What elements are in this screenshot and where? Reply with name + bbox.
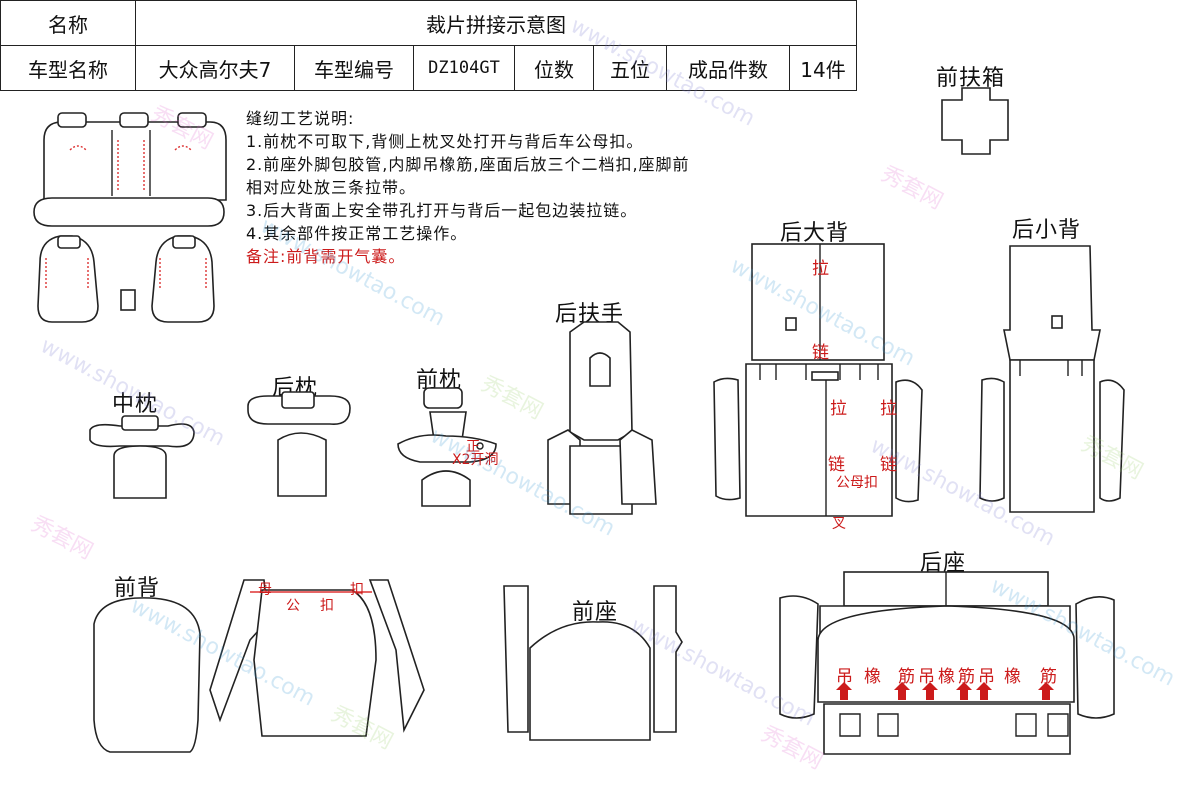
spec-table: 名称 裁片拼接示意图 车型名称 大众高尔夫7 车型编号 DZ104GT 位数 五… — [0, 0, 857, 91]
annotation-gong: 公 — [286, 598, 300, 614]
annotation-diao: 吊 — [836, 667, 853, 687]
notes-remark: 备注:前背需开气囊。 — [246, 247, 406, 266]
rear-armrest-piece — [547, 321, 657, 515]
code-value: DZ104GT — [413, 45, 515, 91]
annotation-diao: 吊 — [978, 667, 995, 687]
annotation-jin: 筋 — [1040, 667, 1057, 687]
annotation-diao: 吊 — [918, 667, 935, 687]
note-line: 2.前座外脚包胶管,内脚吊橡筋,座面后放三个二档扣,座脚前 — [246, 155, 690, 174]
middle-pillow-piece — [89, 415, 195, 499]
note-line: 1.前枕不可取下,背侧上枕叉处打开与背后车公母扣。 — [246, 132, 644, 151]
annotation-jin: 筋 — [898, 667, 915, 687]
annotation-kou: 扣 — [320, 598, 334, 614]
front-back-piece: 母 公 扣 扣 — [93, 579, 425, 753]
annotation-zheng: 正 — [466, 439, 480, 455]
annotation-la: 拉 — [812, 259, 829, 279]
label-middle-pillow: 中枕 — [112, 392, 159, 417]
annotation-lian: 链 — [828, 455, 845, 475]
note-line: 相对应处放三条拉带。 — [246, 178, 417, 197]
notes-title: 缝纫工艺说明: — [246, 109, 355, 128]
count-label: 成品件数 — [666, 45, 790, 91]
annotation-x2-open-hole: X2开洞 — [452, 452, 499, 468]
rear-seat-piece: 吊 橡 筋 吊 橡 筋 吊 橡 筋 — [779, 571, 1115, 755]
sewing-notes: 缝纫工艺说明: 1.前枕不可取下,背侧上枕叉处打开与背后车公母扣。 2.前座外脚… — [246, 107, 690, 268]
annotation-kou: 扣 — [350, 582, 364, 598]
annotation-cha: 叉 — [832, 516, 846, 532]
annotation-la: 拉 — [880, 399, 897, 419]
red-arrows — [836, 682, 1054, 700]
seat-overview-illustration — [33, 112, 227, 323]
code-label: 车型编号 — [294, 45, 414, 91]
front-seat-piece — [503, 585, 683, 741]
annotation-xiang: 橡 — [864, 667, 881, 687]
front-pillow-piece: 正 X2开洞 — [397, 387, 499, 507]
model-label: 车型名称 — [0, 45, 136, 91]
count-value: 14件 — [789, 45, 857, 91]
annotation-xiang: 橡 — [938, 667, 955, 687]
annotation-mu: 母 — [258, 582, 272, 598]
label-rear-small-back: 后小背 — [1012, 218, 1082, 243]
annotation-male-female-buckle: 公母扣 — [836, 475, 878, 491]
note-line: 3.后大背面上安全带孔打开与背后一起包边装拉链。 — [246, 201, 638, 220]
model-value: 大众高尔夫7 — [135, 45, 295, 91]
annotation-jin: 筋 — [958, 667, 975, 687]
annotation-xiang: 橡 — [1004, 667, 1021, 687]
rear-big-back-piece: 拉 链 拉 拉 链 链 公母扣 叉 — [713, 243, 923, 532]
annotation-la: 拉 — [830, 399, 847, 419]
rear-small-back-piece — [979, 245, 1125, 513]
label-front-seat: 前座 — [572, 600, 619, 625]
diagram-title: 裁片拼接示意图 — [135, 0, 857, 46]
label-front-back: 前背 — [114, 576, 161, 601]
label-front-armrest-box: 前扶箱 — [936, 66, 1006, 91]
rear-pillow-piece — [247, 391, 351, 497]
annotation-lian: 链 — [812, 343, 829, 363]
front-armrest-box-piece — [941, 87, 1009, 155]
annotation-lian: 链 — [880, 455, 897, 475]
label-rear-big-back: 后大背 — [780, 221, 850, 246]
seats-label: 位数 — [514, 45, 594, 91]
name-label: 名称 — [0, 0, 136, 46]
note-line: 4.其余部件按正常工艺操作。 — [246, 224, 468, 243]
